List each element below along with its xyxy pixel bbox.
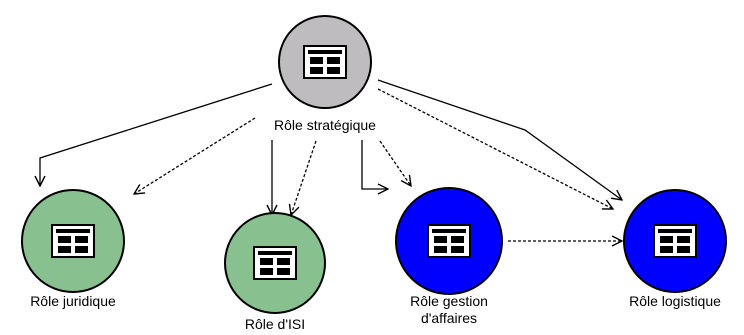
edge-strategique-juridique-dashed [134, 117, 256, 194]
edge-strategique-gestion-solid [361, 140, 388, 189]
edge-strategique-logistique-solid [377, 79, 622, 200]
edges-layer [40, 79, 622, 241]
node-isi[interactable]: Rôle d'ISI [224, 212, 326, 332]
node-label-logistique: Rôle logistique [629, 293, 721, 309]
table-icon [253, 246, 297, 280]
edge-strategique-juridique-solid [40, 83, 273, 186]
node-label-gestion-line-1: Rôle gestion [410, 293, 488, 309]
node-label-gestion-line-2: d'affaires [421, 310, 477, 326]
node-logistique[interactable]: Rôle logistique [623, 189, 727, 309]
table-icon [427, 224, 471, 258]
node-juridique[interactable]: Rôle juridique [21, 189, 125, 309]
edge-strategique-logistique-dashed [377, 88, 613, 209]
edge-strategique-isi-dashed [291, 140, 317, 215]
table-icon [653, 224, 697, 258]
node-label-strategique: Rôle stratégique [274, 117, 376, 133]
node-label-isi: Rôle d'ISI [245, 316, 305, 332]
node-label-juridique: Rôle juridique [30, 293, 116, 309]
table-icon [303, 45, 347, 79]
table-icon [51, 224, 95, 258]
edge-strategique-gestion-dashed [379, 140, 411, 186]
node-strategique[interactable]: Rôle stratégique [274, 15, 376, 133]
